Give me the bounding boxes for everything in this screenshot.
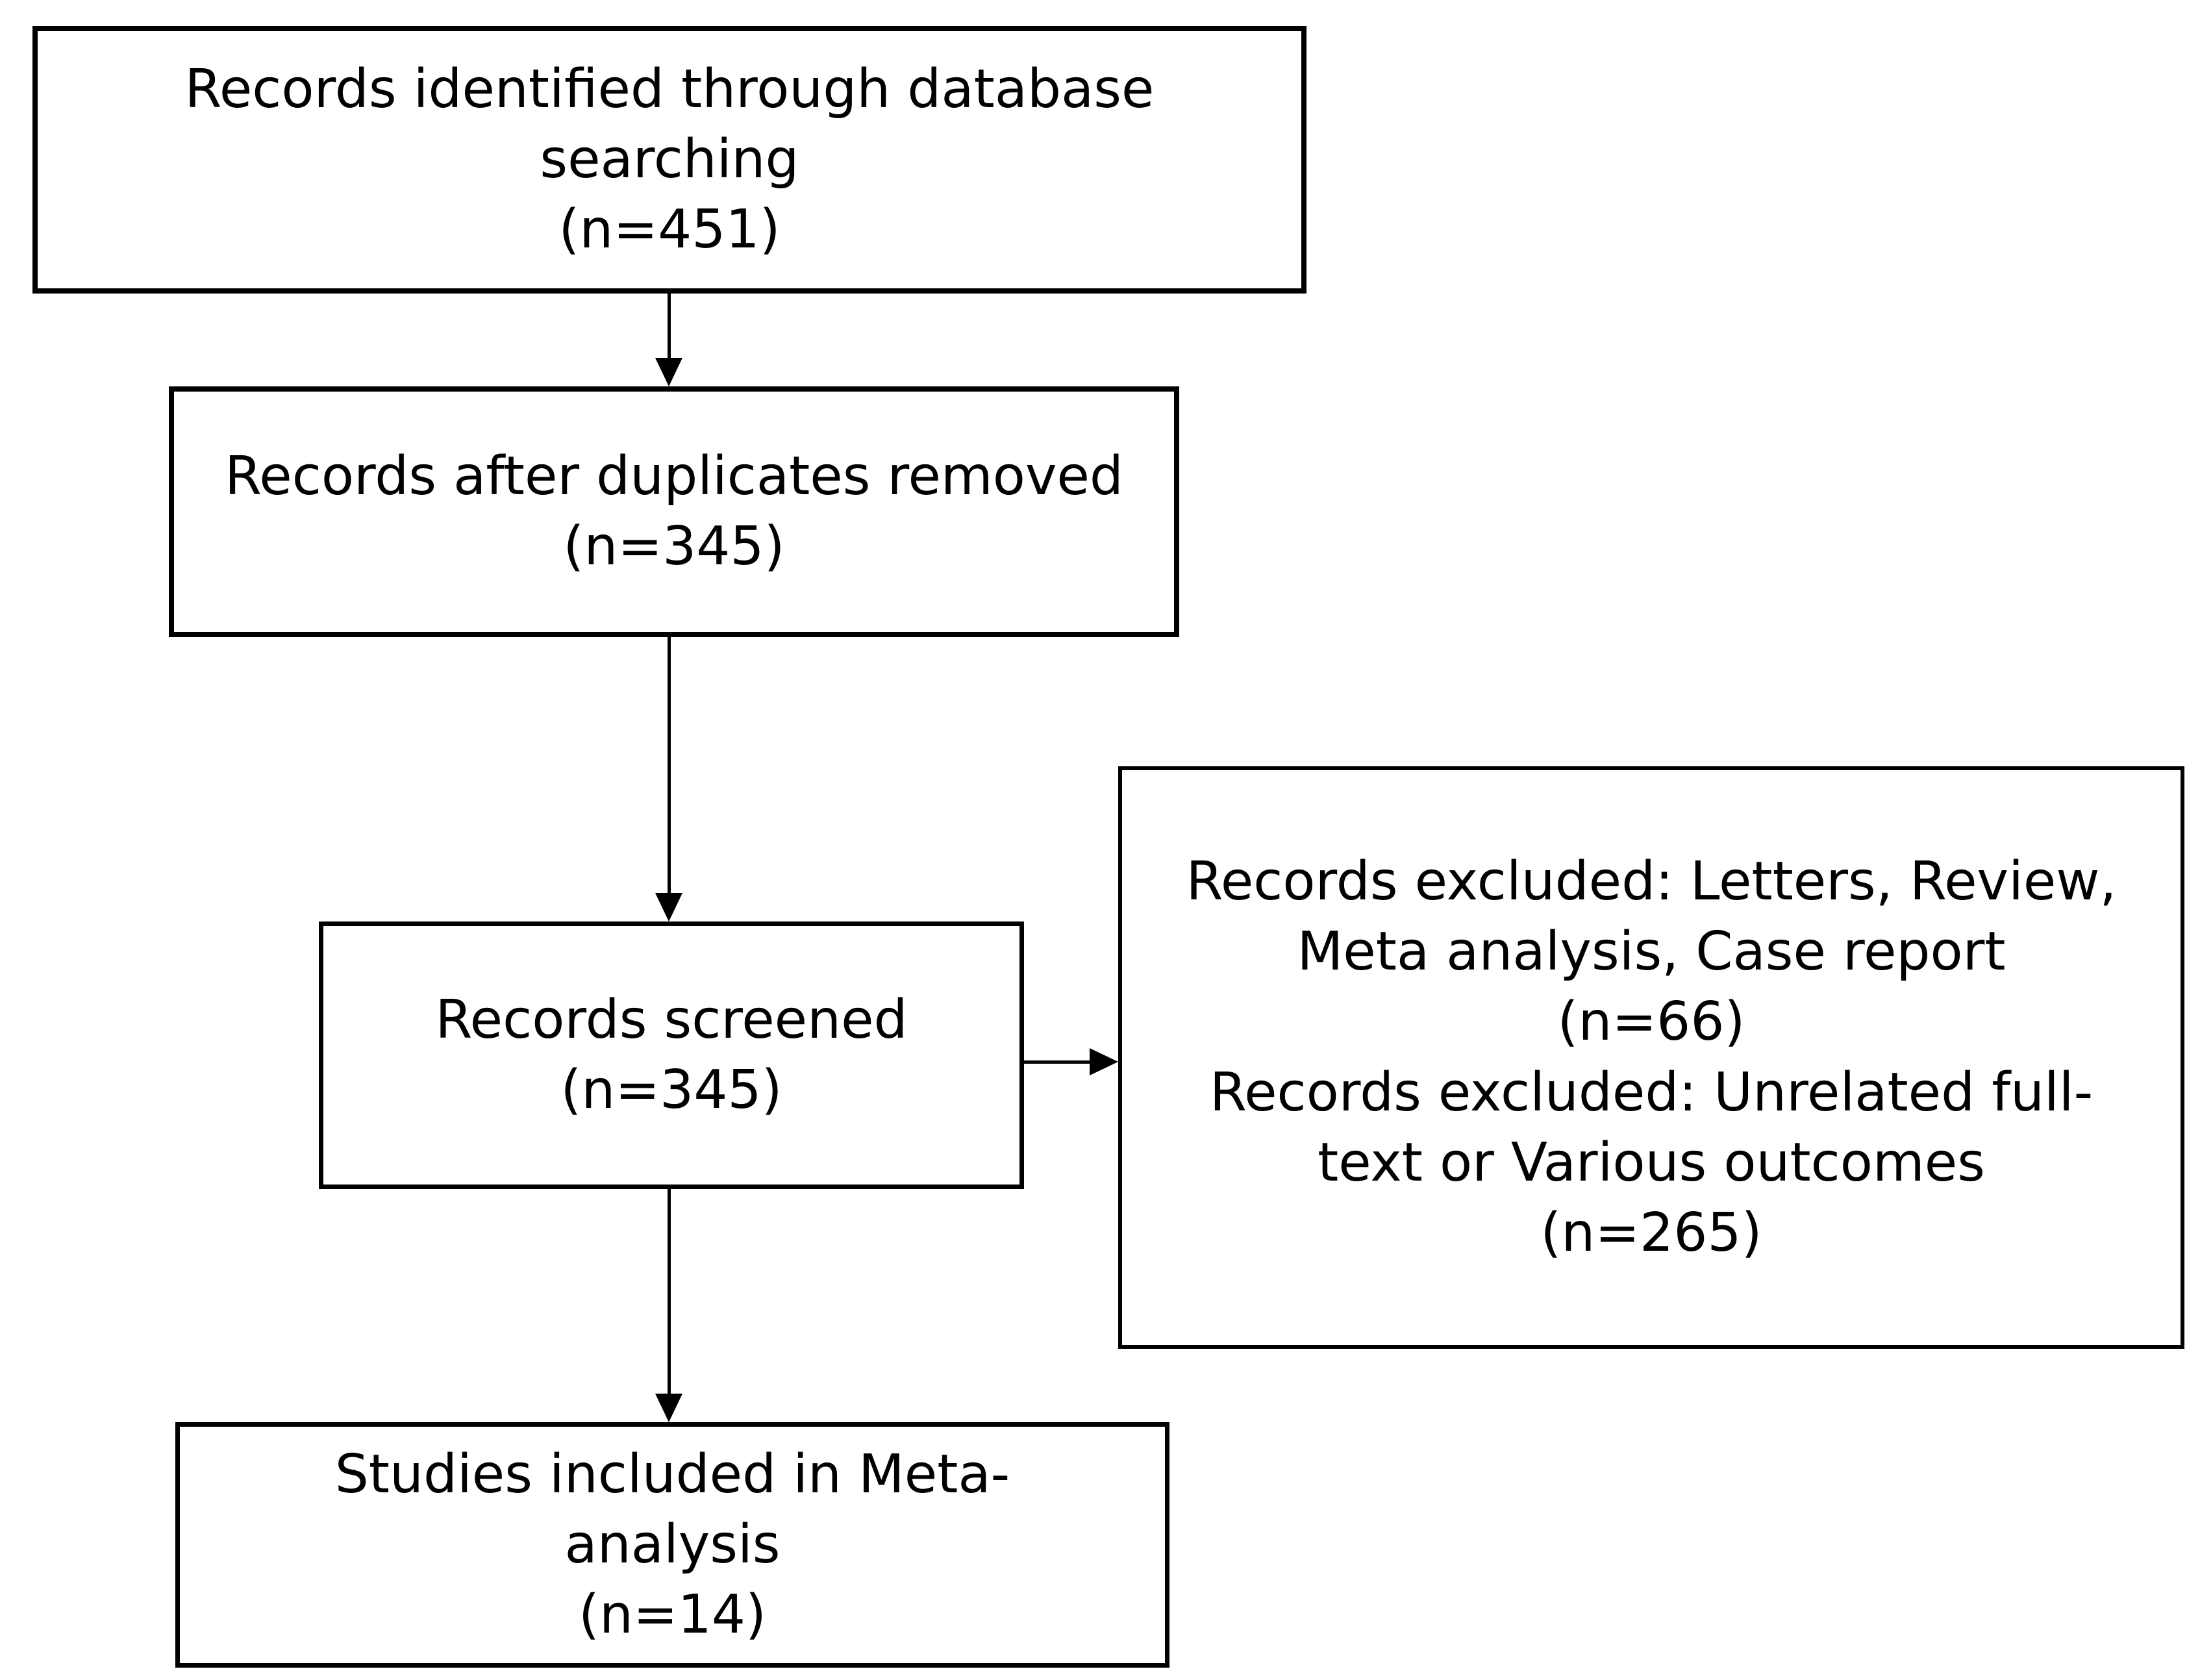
box-text-line: text or Various outcomes <box>1318 1131 1985 1194</box>
box-records-identified: Records identified through database sear… <box>32 26 1306 294</box>
box-text-line: Records excluded: Letters, Review, <box>1186 850 2117 912</box>
arrow-identified-to-duplicates-line <box>668 294 671 362</box>
arrow-duplicates-to-screened-line <box>668 637 671 896</box>
box-text-line: (n=66) <box>1557 991 1745 1053</box>
box-text-line: (n=451) <box>558 199 781 261</box>
box-text-line: (n=345) <box>563 516 785 577</box>
arrow-down-icon <box>655 358 682 386</box>
box-text-line: Studies included in Meta- <box>334 1443 1010 1505</box>
box-studies-included: Studies included in Meta- analysis (n=14… <box>175 1422 1169 1668</box>
box-records-screened: Records screened (n=345) <box>319 921 1024 1189</box>
arrow-screened-to-excluded-line <box>1024 1060 1093 1064</box>
box-text-line: Records screened <box>435 988 908 1051</box>
box-text-line: Records after duplicates removed <box>225 445 1123 507</box>
arrow-down-icon <box>655 893 682 921</box>
box-text-line: analysis <box>564 1513 781 1575</box>
box-text-line: (n=14) <box>578 1584 766 1646</box>
box-text-line: Records identified through database <box>184 58 1155 120</box>
arrow-screened-to-included-line <box>668 1189 671 1396</box>
arrow-right-icon <box>1090 1048 1118 1075</box>
box-text-line: Meta analysis, Case report <box>1297 921 2006 983</box>
box-text-line: (n=265) <box>1540 1201 1762 1264</box>
arrow-down-icon <box>655 1394 682 1422</box>
box-text-line: (n=345) <box>560 1059 782 1121</box>
box-text-line: Records excluded: Unrelated full- <box>1209 1061 2094 1123</box>
box-text-line: searching <box>540 128 799 190</box>
box-records-excluded: Records excluded: Letters, Review, Meta … <box>1118 766 2184 1349</box>
box-duplicates-removed: Records after duplicates removed (n=345) <box>169 386 1179 637</box>
